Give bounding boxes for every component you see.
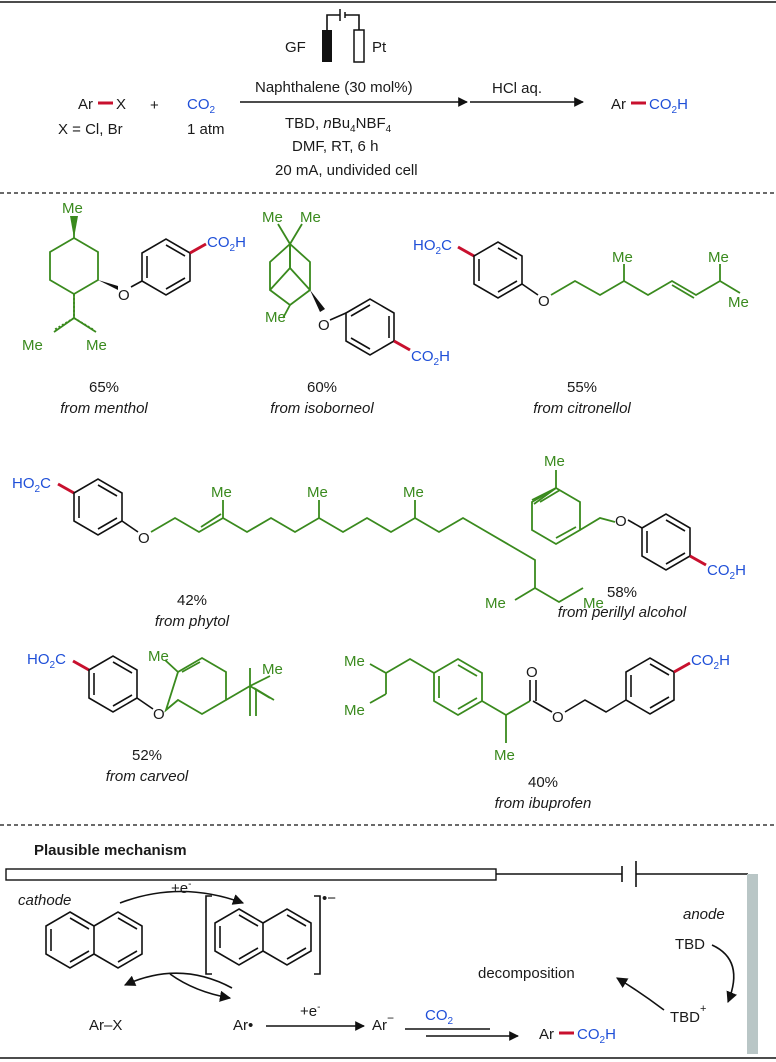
electron-label-2: +e- xyxy=(300,1002,320,1020)
aryl-anion: Ar− xyxy=(372,1011,394,1034)
ho2c-label: HO2C xyxy=(12,475,51,495)
source-perillyl: from perillyl alcohol xyxy=(558,604,687,621)
reactant-note: X = Cl, Br xyxy=(58,121,123,138)
me-label: Me xyxy=(494,747,515,764)
mechanism-product-co2h: CO2H xyxy=(577,1026,616,1046)
oxygen-label: O xyxy=(118,287,130,304)
source-menthol: from menthol xyxy=(60,400,148,417)
compound-citronellol: HO2C O Me Me Me 55% from citronellol xyxy=(413,237,749,417)
electron-label-1: +e- xyxy=(171,879,191,897)
yield-isoborneol: 60% xyxy=(307,379,337,396)
naphthalene xyxy=(45,911,143,969)
compound-carveol: HO2C O Me Me 52% from carveol xyxy=(27,648,283,785)
oxygen-label: O xyxy=(552,709,564,726)
oxygen-label: O xyxy=(153,706,165,723)
me-label: Me xyxy=(344,702,365,719)
source-isoborneol: from isoborneol xyxy=(270,400,374,417)
me-label: Me xyxy=(728,294,749,311)
step-2-reagent: HCl aq. xyxy=(492,80,542,97)
ho2c-label: HO2C xyxy=(413,237,452,257)
compound-menthol: Me Me Me O CO2H 65% from menthol xyxy=(22,200,246,417)
me-label: Me xyxy=(262,661,283,678)
product-co2h: CO2H xyxy=(649,96,688,116)
anode-tbd: TBD xyxy=(675,936,705,953)
electrode-gf-label: GF xyxy=(285,39,306,56)
co2h-label: CO2H xyxy=(411,348,450,368)
me-label: Me xyxy=(307,484,328,501)
anode-label: anode xyxy=(683,906,725,923)
co2h-label: CO2H xyxy=(691,652,730,672)
yield-perillyl: 58% xyxy=(607,584,637,601)
yield-menthol: 65% xyxy=(89,379,119,396)
electrode-diagram: GF Pt xyxy=(285,9,387,63)
ho2c-label: HO2C xyxy=(27,651,66,671)
yield-citronellol: 55% xyxy=(567,379,597,396)
decomposition-label: decomposition xyxy=(478,965,575,982)
aryl-halide: Ar–X xyxy=(89,1017,122,1034)
cathode-label: cathode xyxy=(18,892,71,909)
me-label: Me xyxy=(708,249,729,266)
source-phytol: from phytol xyxy=(155,613,230,630)
me-label: Me xyxy=(22,337,43,354)
source-carveol: from carveol xyxy=(106,768,189,785)
mechanism: Plausible mechanism cathode anode +e- •−… xyxy=(5,842,758,1054)
condition-base: TBD, nBu4NBF4 xyxy=(285,115,392,135)
co2-pressure: 1 atm xyxy=(187,121,225,138)
oxygen-label: O xyxy=(526,664,538,681)
me-label: Me xyxy=(485,595,506,612)
me-label: Me xyxy=(403,484,424,501)
oxygen-label: O xyxy=(138,530,150,547)
me-label: Me xyxy=(211,484,232,501)
reactant-x: X xyxy=(116,96,126,113)
compound-perillyl: Me O CO2H 58% from perillyl alcohol xyxy=(531,453,746,621)
cathode-electrode xyxy=(5,868,497,881)
mechanism-co2: CO2 xyxy=(425,1007,454,1027)
mechanism-title: Plausible mechanism xyxy=(34,842,187,859)
compound-phytol: HO2C O Me Me Me Me Me 42% from phytol xyxy=(12,475,604,630)
naphthalene-radical-anion: •− xyxy=(205,890,336,975)
me-label: Me xyxy=(62,200,83,217)
plus-sign: + xyxy=(150,97,159,114)
yield-carveol: 52% xyxy=(132,747,162,764)
condition-solvent: DMF, RT, 6 h xyxy=(292,138,378,155)
co2h-label: CO2H xyxy=(207,234,246,254)
me-label: Me xyxy=(262,209,283,226)
aryl-radical: Ar• xyxy=(233,1017,253,1034)
me-label: Me xyxy=(300,209,321,226)
source-citronellol: from citronellol xyxy=(533,400,631,417)
me-label: Me xyxy=(265,309,286,326)
compound-ibuprofen: Me Me Me O O CO2H 40% from ibuprofen xyxy=(344,652,730,812)
oxygen-label: O xyxy=(615,513,627,530)
anode-electrode xyxy=(747,874,758,1054)
product-ar: Ar xyxy=(611,96,626,113)
oxygen-label: O xyxy=(538,293,550,310)
yield-phytol: 42% xyxy=(177,592,207,609)
me-label: Me xyxy=(544,453,565,470)
reactant-co2: CO2 xyxy=(187,96,216,116)
reaction-scheme: GF Pt Ar X X = Cl, Br + CO2 1 atm Naphth… xyxy=(58,9,688,179)
anode-tbd-plus: TBD+ xyxy=(670,1003,706,1026)
me-label: Me xyxy=(148,648,169,665)
reactant-ar: Ar xyxy=(78,96,93,113)
condition-current: 20 mA, undivided cell xyxy=(275,162,418,179)
me-label: Me xyxy=(612,249,633,266)
me-label: Me xyxy=(583,595,604,612)
yield-ibuprofen: 40% xyxy=(528,774,558,791)
radical-anion-charge: •− xyxy=(322,890,336,907)
electrode-pt-label: Pt xyxy=(372,39,387,56)
mechanism-product-ar: Ar xyxy=(539,1026,554,1043)
co2h-label: CO2H xyxy=(707,562,746,582)
compound-isoborneol: Me Me Me O CO2H 60% from isoborneol xyxy=(262,209,450,417)
source-ibuprofen: from ibuprofen xyxy=(495,795,592,812)
condition-naphthalene: Naphthalene (30 mol%) xyxy=(255,79,413,96)
oxygen-label: O xyxy=(318,317,330,334)
me-label: Me xyxy=(86,337,107,354)
me-label: Me xyxy=(344,653,365,670)
